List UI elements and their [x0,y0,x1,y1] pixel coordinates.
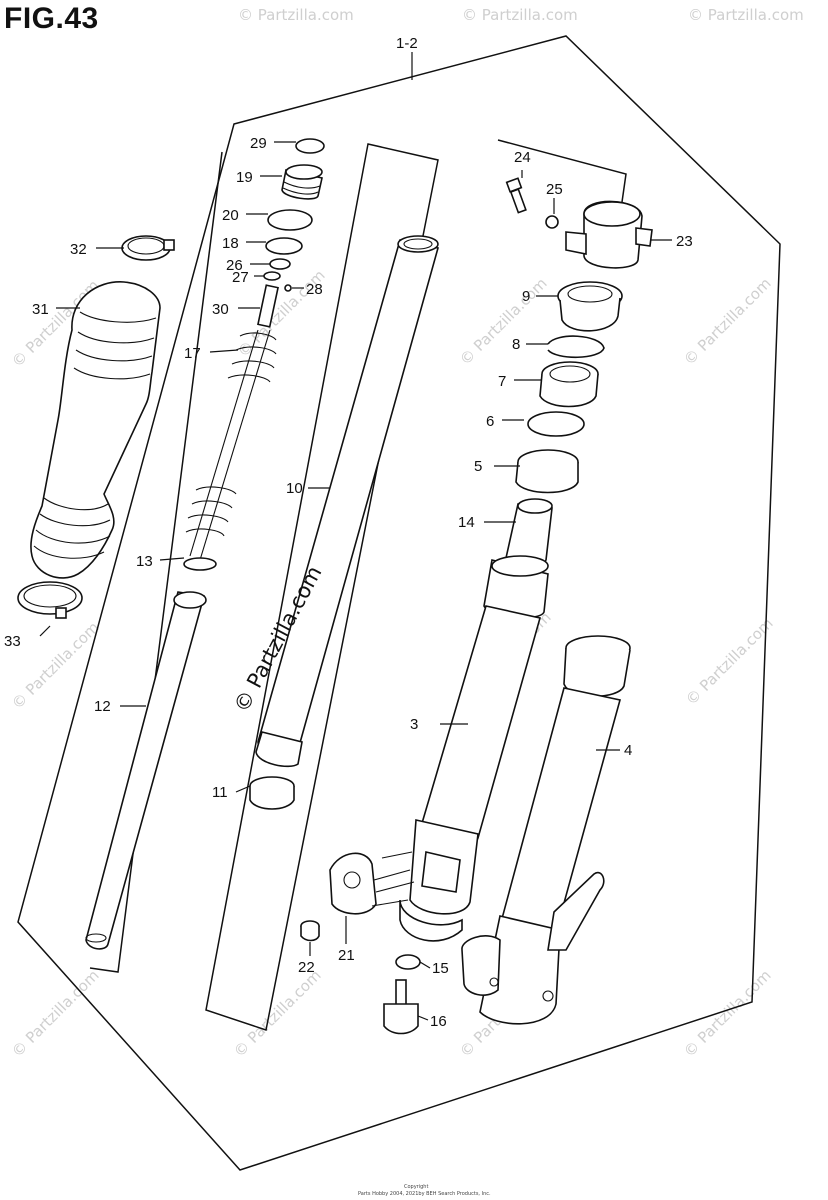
fork-cap-drawing [281,164,323,200]
ball-drawing [284,284,292,292]
callout-30: 30 [212,301,229,318]
callout-6: 6 [486,413,494,430]
callout-18: 18 [222,235,239,252]
callout-29: 29 [250,135,267,152]
guide-bushing-drawing [515,449,579,494]
callout-20: 20 [222,207,239,224]
watermark: © Partzilla.com [462,6,578,24]
callout-8: 8 [512,336,520,353]
outer-tube-left-drawing [461,635,631,1025]
callouts: 3 4 5 6 7 8 9 10 11 12 13 14 15 16 17 18… [4,135,693,1030]
watermark: © Partzilla.com [8,618,103,713]
boot-clamp-lower-drawing [17,581,83,619]
inner-tube-drawing [255,235,439,768]
callout-21: 21 [338,947,355,964]
callout-12: 12 [94,698,111,715]
damper-frame [89,151,223,973]
fork-clamp-drawing [565,200,653,269]
callout-28: 28 [306,281,323,298]
gasket-drawing [395,954,421,970]
damper-bolt-drawing [383,979,419,1035]
leader-lines [39,141,672,1021]
callout-27: 27 [232,269,249,286]
callout-22: 22 [298,959,315,976]
callout-25: 25 [546,181,563,198]
callout-33: 33 [4,633,21,650]
spacer-o-ring-drawing [267,209,313,231]
small-o-ring-drawing [269,258,291,270]
watermark: © Partzilla.com [680,274,775,369]
outer-tube-frame [497,139,627,203]
damper-assembly-drawing [85,284,279,950]
snap-ring-drawing [547,335,605,359]
assembly-label: 1-2 [396,35,418,52]
callout-5: 5 [474,458,482,475]
callout-24: 24 [514,149,531,166]
fork-boot-drawing [30,281,161,579]
callout-13: 13 [136,553,153,570]
callout-26: 26 [226,257,243,274]
callout-11: 11 [212,784,228,801]
clamp-washer-drawing [545,215,559,229]
watermark: © Partzilla.com [456,274,551,369]
slide-bushing-drawing [249,776,295,810]
boot-clamp-upper-drawing [121,235,175,261]
callout-10: 10 [286,480,303,497]
callout-17: 17 [184,345,201,362]
assembly-frame [17,35,781,1171]
cap-o-ring-drawing [265,237,303,255]
oil-seal-drawing [539,361,599,408]
callout-23: 23 [676,233,693,250]
clamp-bolt-drawing [505,177,527,214]
seal-washer-drawing [527,411,585,437]
callout-32: 32 [70,241,87,258]
callout-4: 4 [624,742,632,759]
cap-washer-drawing [295,138,325,154]
footer-copyright: Copyright [404,1184,428,1190]
holder-nut-drawing [300,920,320,942]
footer-publisher: Parts Hobby 2004, 2021by BEH Search Prod… [358,1191,491,1197]
figure-title: FIG.43 [4,2,99,35]
watermark: © Partzilla.com [230,966,325,1061]
callout-14: 14 [458,514,475,531]
callout-9: 9 [522,288,530,305]
outer-tube-right-drawing [399,555,549,942]
callout-16: 16 [430,1013,447,1030]
callout-3: 3 [410,716,418,733]
dust-seal-drawing [557,281,623,332]
watermark: © Partzilla.com [688,6,804,24]
stop-ring-drawing [263,271,281,281]
watermark: © Partzilla.com [238,6,354,24]
callout-19: 19 [236,169,253,186]
watermark: © Partzilla.com [8,966,103,1061]
watermark: © Partzilla.com [682,614,777,709]
inner-tube-frame [205,143,439,1031]
watermark: © Partzilla.com [680,966,775,1061]
axle-holder-drawing [329,851,415,915]
callout-31: 31 [32,301,49,318]
callout-7: 7 [498,373,506,390]
callout-15: 15 [432,960,449,977]
